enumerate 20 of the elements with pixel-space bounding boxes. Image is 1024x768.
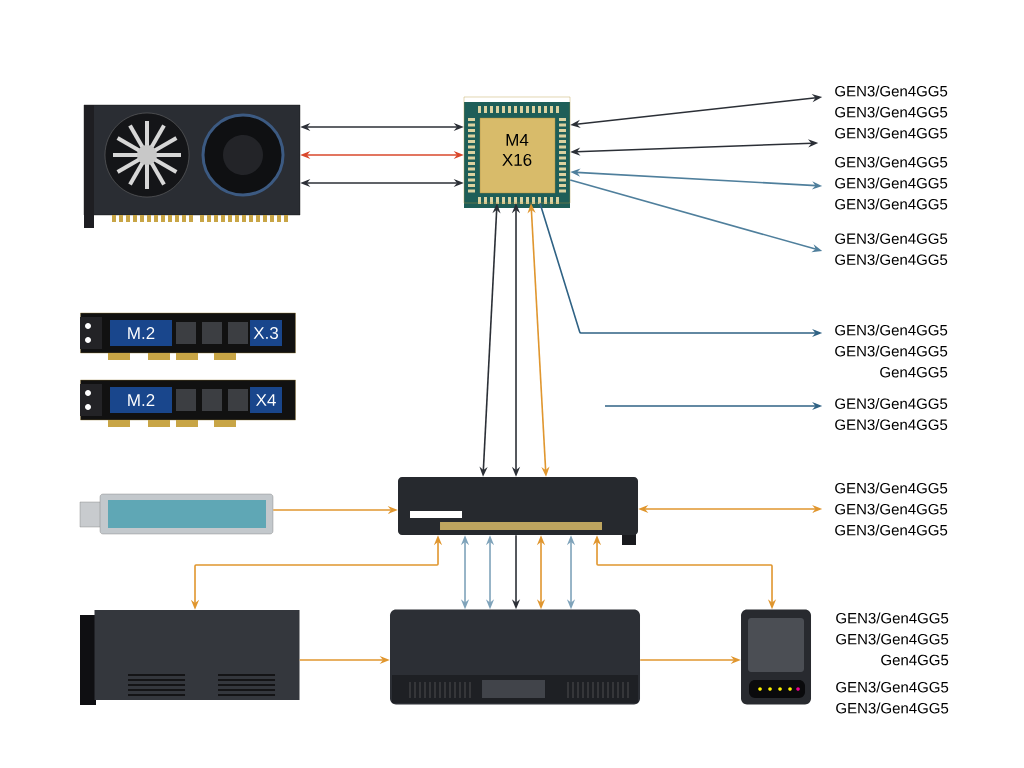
spec-label: GEN3/Gen4GG5 GEN3/Gen4GG5 GEN3/Gen4GG5 — [835, 482, 948, 536]
spec-label: GEN3/Gen4GG5 — [836, 702, 949, 714]
spec-label: GEN3/Gen4GG5 GEN3/Gen4GG5 — [835, 398, 948, 430]
spec-label: GEN3/Gen4GG5 GEN3/Gen4GG5 GEN3/Gen4GG5 — [835, 156, 948, 210]
usb-drive-drawing — [79, 493, 274, 535]
device-drawing — [741, 609, 811, 705]
spec-label: GEN3/Gen4GG5 GEN3/Gen4GG5 — [835, 233, 948, 265]
hub-box-drawing — [390, 609, 640, 705]
processor-chip: M4 X16 — [463, 96, 571, 208]
graphics-card-drawing — [83, 104, 301, 228]
spec-label: GEN3/Gen4GG5 GEN3/Gen4GG5 Gen4GG5 — [835, 324, 948, 378]
m2-card: M.2 X.3 — [80, 312, 296, 360]
spec-label: GEN3/Gen4GG5 — [836, 633, 949, 645]
enclosure-drawing — [80, 610, 300, 705]
spec-label: Gen4GG5 — [881, 654, 949, 666]
m2-card: M.2 X4 — [80, 379, 296, 427]
spec-label: GEN3/Gen4GG5 — [836, 612, 949, 624]
switch-drawing — [398, 477, 638, 545]
spec-label: GEN3/Gen4GG5 GEN3/Gen4GG5 GEN3/Gen4GG5 — [835, 85, 948, 139]
spec-label: GEN3/Gen4GG5 — [836, 681, 949, 693]
